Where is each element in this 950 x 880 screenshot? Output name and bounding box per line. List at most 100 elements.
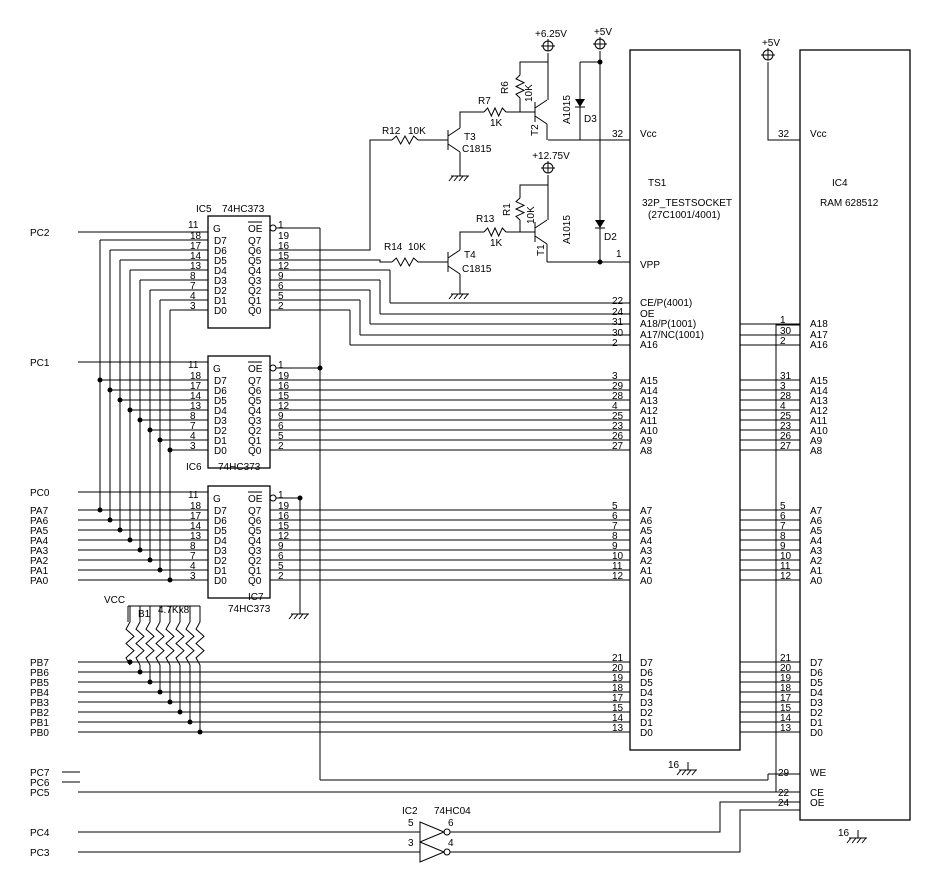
latch-pin-d: D5 [214,256,227,267]
socket-pin: D4 [640,688,653,699]
port-label-pc: PC6 [30,778,50,789]
inversion-bubble [269,494,277,502]
port-label-pc: PC7 [30,768,50,779]
ram-pin: A17 [810,330,828,341]
pin-number: 8 [190,541,196,552]
pin-number: 18 [612,683,624,694]
pin-number: 27 [780,441,792,452]
pin-number: 5 [278,561,284,572]
ground-symbol [293,613,299,620]
latch-pin-q: Q3 [248,546,262,557]
socket-pin: A11 [640,416,657,427]
port-label-pb: PB7 [30,658,49,669]
resistor-symbol [135,621,145,666]
socket-pin: A8 [640,446,653,457]
resistor-symbol [155,621,165,666]
pin-number: 19 [780,673,792,684]
pin-number: 21 [780,653,792,664]
port-label-pc: PC0 [30,488,50,499]
pin-number: 20 [780,663,792,674]
socket-pin: A4 [640,536,653,547]
pin-number: 3 [612,371,618,382]
socket-pin: A1 [640,566,653,577]
latch-pin-q: Q5 [248,526,262,537]
pin-number: 3 [190,301,196,312]
junction-dot [187,719,193,725]
latch-pin-d: D7 [214,376,227,387]
transistor-symbol [534,219,548,229]
pin-number: 15 [612,703,624,714]
diode-symbol [575,99,585,107]
wire [270,139,392,251]
wire [459,111,484,128]
ground-symbol [686,769,692,776]
ram-pin: A11 [810,416,827,427]
pin-number: 6 [612,511,618,522]
latch-part: 74HC373 [218,462,261,473]
junction-dot [97,377,103,383]
pin-number: 6 [278,551,284,562]
junction-dot [97,507,103,513]
pin-number: 4 [190,291,196,302]
pin-number: 15 [278,391,290,402]
latch-pin-d: D7 [214,236,227,247]
ground-symbol [448,175,454,182]
latch-pin-q: Q6 [248,516,262,527]
pin-number: 20 [612,663,624,674]
junction-dot [167,699,173,705]
pin-number: 5 [780,501,786,512]
junction-dot [157,567,163,573]
latch-pin-q: Q5 [248,396,262,407]
vcc-label: VCC [104,595,125,606]
pin-number: 11 [188,360,199,371]
ram-pin: A0 [810,576,823,587]
socket-pin: Vcc [640,129,657,140]
ram-pin: A1 [810,566,823,577]
resistor-ref: B1 [138,609,151,620]
pin-number: 31 [780,371,792,382]
transistor-ref: T4 [464,250,476,261]
pin-number: 6 [448,818,454,829]
latch-pin-q: Q7 [248,376,262,387]
port-label-pc: PC1 [30,358,50,369]
pin-number: 22 [612,296,624,307]
inverter-ref: IC2 [402,806,418,817]
latch-pin-d: D1 [214,436,227,447]
pin-number: 17 [190,381,202,392]
pin-number: 28 [780,391,792,402]
junction-dot [157,437,163,443]
ram-pin: WE [810,768,826,779]
latch-pin-q: Q3 [248,276,262,287]
pin-number: 29 [612,381,624,392]
pin-number: 16 [278,381,290,392]
pin-number: 7 [612,521,618,532]
pin-number: 11 [612,561,623,572]
socket-pin: A14 [640,386,658,397]
ground-symbol [851,837,857,844]
pin-number: 9 [278,411,284,422]
socket-pin: D7 [640,658,653,669]
pin-number: 5 [278,291,284,302]
latch-pin-d: D5 [214,526,227,537]
pin-number: 11 [780,561,791,572]
pin-number: 5 [278,431,284,442]
pin-number: 18 [190,501,202,512]
latch-pin-q: Q6 [248,246,262,257]
transistor-symbol [534,99,548,109]
resistor-symbol [514,74,526,99]
socket-pin: A5 [640,526,653,537]
latch-pin-g: G [213,364,221,375]
ground-symbol [463,175,469,182]
latch-pin-oe: OE [248,224,263,235]
latch-pin-d: D6 [214,246,227,257]
pin-number: 12 [278,261,290,272]
resistor-symbol [165,621,175,666]
junction-dot [167,577,173,583]
pin-number: 18 [780,683,792,694]
latch-pin-d: D2 [214,426,227,437]
pin-number: 5 [408,818,414,829]
pin-number: 11 [188,220,199,231]
pin-number: 15 [278,521,290,532]
pin-number: 7 [780,521,786,532]
